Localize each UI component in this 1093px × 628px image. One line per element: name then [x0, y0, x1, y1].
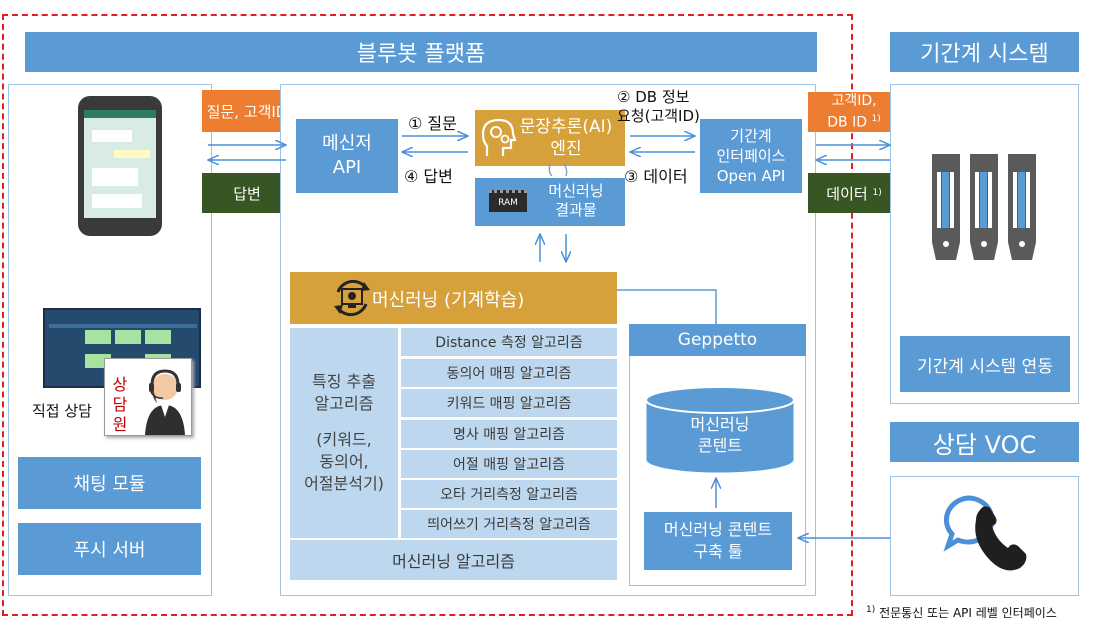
- customer-db-id-tag: 고객ID, DB ID 1): [808, 92, 900, 132]
- machine-learning-header: 머신러닝 (기계학습): [290, 272, 617, 324]
- ml-cycle-icon: [330, 276, 374, 320]
- legacy-system-title: 기간계 시스템: [890, 32, 1079, 72]
- counselor-label: 상 담 원: [112, 375, 128, 434]
- ml-header-title: 머신러닝 (기계학습): [372, 290, 525, 311]
- chat-module-box: 채팅 모듈: [18, 457, 201, 509]
- direct-consult-label: 직접 상담: [32, 402, 92, 420]
- algorithm-noun: 명사 매핑 알고리즘: [401, 420, 617, 448]
- step3-data-label: ③ 데이터: [624, 167, 688, 186]
- ml-content-database: 머신러닝 콘텐트: [645, 386, 795, 474]
- ram-chip-icon: RAM: [489, 190, 527, 212]
- engine-title: 문장추론(AI): [519, 117, 613, 137]
- server-rack-icon: [930, 152, 1038, 264]
- push-server-box: 푸시 서버: [18, 523, 201, 575]
- ml-algorithm-box: 머신러닝 알고리즘: [290, 540, 617, 580]
- ml-content-tool-box: 머신러닝 콘텐트 구축 툴: [644, 512, 792, 570]
- brain-gear-icon: [481, 116, 517, 160]
- step2-db-request-label: ② DB 정보 요청(고객ID): [617, 88, 700, 125]
- messenger-api-box: 메신저 API: [296, 119, 398, 193]
- question-customer-id-tag: 질문, 고객ID: [202, 90, 292, 132]
- footnote: 1) 전문통신 또는 API 레벨 인터페이스: [866, 605, 1057, 620]
- counselor-card: 상 담 원: [104, 358, 192, 436]
- algorithm-keyword: 키워드 매핑 알고리즘: [401, 389, 617, 417]
- algorithm-distance: Distance 측정 알고리즘: [401, 328, 617, 356]
- consult-voc-title: 상담 VOC: [890, 422, 1079, 462]
- phone-chat-icon: [940, 492, 1030, 576]
- answer-tag: 답변: [202, 173, 292, 213]
- counselor-headset-icon: [141, 365, 189, 435]
- mobile-phone-image: [78, 96, 162, 236]
- algorithm-spacing-distance: 띄어쓰기 거리측정 알고리즘: [401, 510, 617, 538]
- engine-subtitle: 엔진: [550, 139, 582, 159]
- algorithm-synonym: 동의어 매핑 알고리즘: [401, 359, 617, 387]
- legacy-interface-open-api-box: 기간계 인터페이스 Open API: [700, 119, 802, 193]
- platform-title: 블루봇 플랫폼: [25, 32, 817, 72]
- step1-question-label: ① 질문: [408, 114, 457, 133]
- feature-extraction-box: 특징 추출 알고리즘 (키워드, 동의어, 어절분석기): [290, 328, 398, 538]
- legacy-data-tag: 데이터 1): [808, 173, 900, 213]
- algorithm-typo-distance: 오타 거리측정 알고리즘: [401, 480, 617, 508]
- geppetto-title: Geppetto: [629, 324, 806, 356]
- legacy-system-link-box: 기간계 시스템 연동: [900, 336, 1070, 392]
- step4-answer-label: ④ 답변: [404, 167, 453, 186]
- platform-boundary: [2, 14, 853, 616]
- algorithm-eojeol: 어절 매핑 알고리즘: [401, 450, 617, 478]
- ml-result-box: RAM 머신러닝 결과물: [475, 178, 625, 226]
- ai-inference-engine-box: 문장추론(AI) 엔진: [475, 110, 625, 166]
